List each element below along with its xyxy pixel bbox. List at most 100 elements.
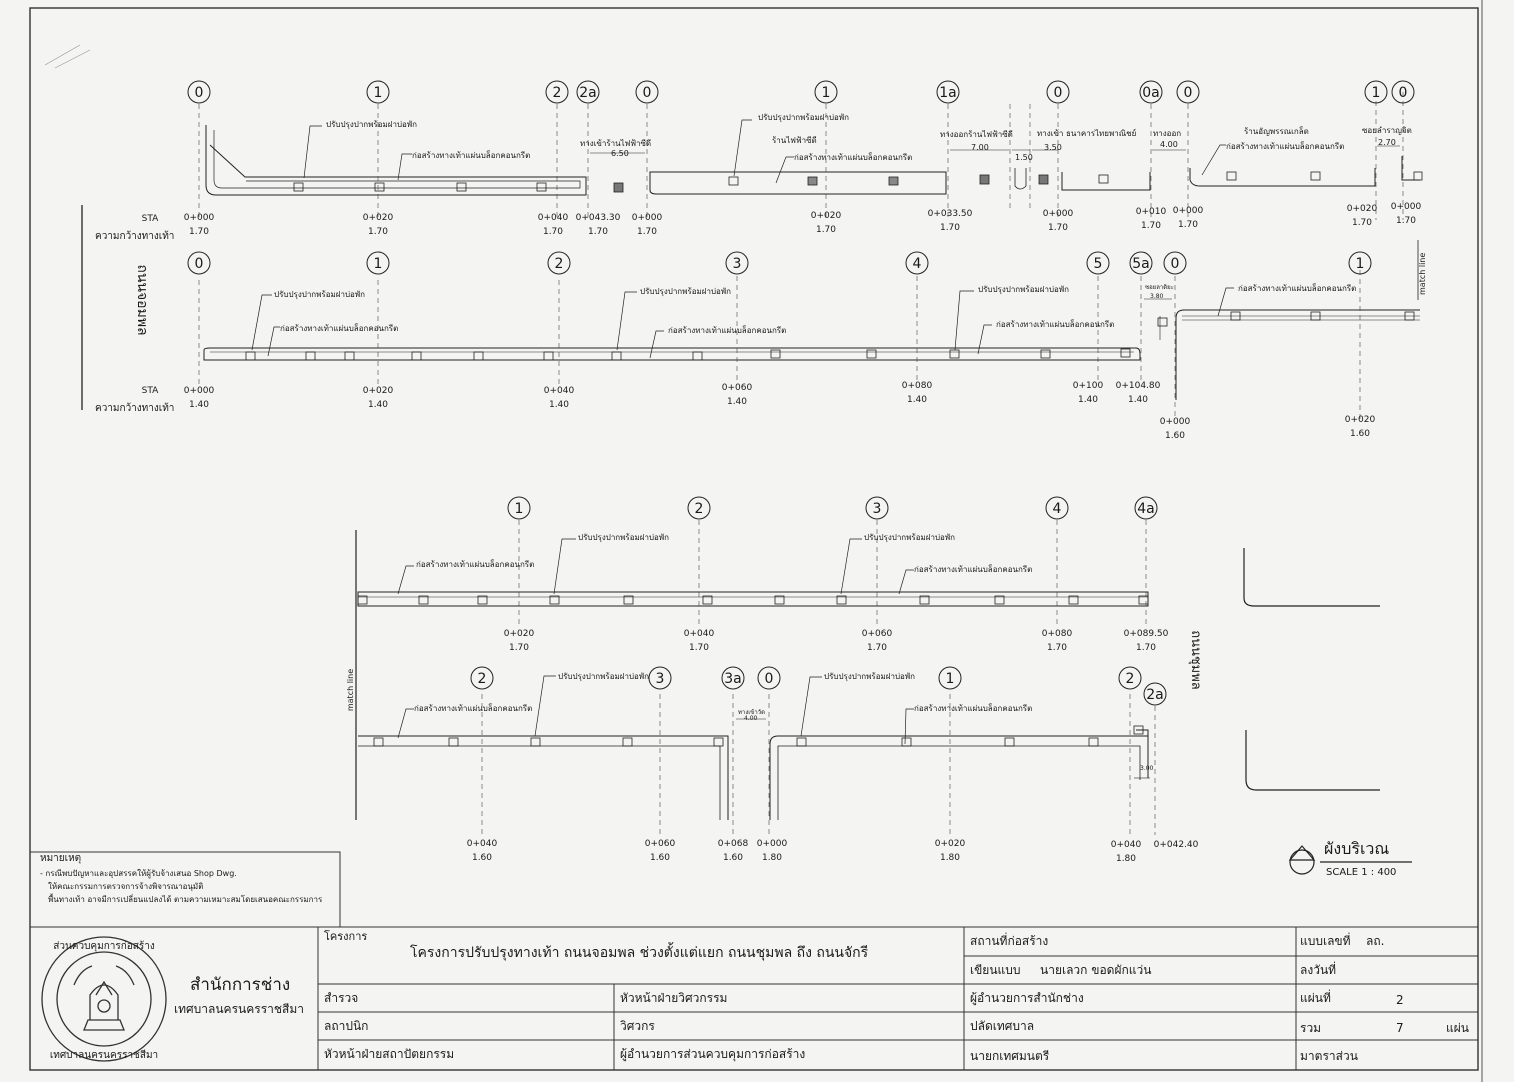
station-marker: 1 [1372,85,1381,101]
plan-note: 2.70 [1378,138,1396,147]
s2-station-lines [198,270,1361,420]
design-label: ลถาปนิก [324,1019,369,1033]
plan-note: ปรับปรุงปากพร้อมฝาบ่อพัก [978,285,1069,294]
sidewalk-s2-b [1175,309,1420,400]
drawn-name: นายเลวก ขอดผักแว่น [1040,963,1152,977]
station-value: 0+068 [718,839,749,849]
sidewalk-s4-b [769,729,1149,820]
footpath-width-value: 1.70 [1136,643,1156,653]
station-value: 0+020 [1347,204,1378,214]
eng-head-label: หัวหน้าฝ่ายวิศวกรรม [620,991,728,1005]
footpath-width-value: 1.40 [189,400,209,410]
station-value: 0+000 [184,386,215,396]
station-marker: 1 [1356,256,1365,272]
station-marker-circle [1143,682,1167,706]
station-value: 0+033.50 [928,209,973,219]
footpath-width-value: 1.40 [368,400,388,410]
footpath-width-value: 1.40 [549,400,569,410]
station-marker: 4 [913,256,922,272]
plan-note: ธนาคารไทยพาณิชย์ [1066,128,1136,138]
municipality-name: เทศบาลนครนครราชสีมา [174,1002,304,1016]
footpath-width-value: 1.80 [762,853,782,863]
road-curb-2 [1245,730,1380,791]
sta-label: STA [142,214,160,224]
strip-4 [358,675,1156,835]
plan-note: ทางออกร้านไฟฟ้าซีดี [940,130,1013,139]
sidewalk-s1-b [649,171,947,195]
plan-note: ก่อสร้างทางเท้าแผ่นบล็อกคอนกรีต [414,703,532,713]
plan-note: ปรับปรุงปากพร้อมฝาบ่อพัก [558,672,649,681]
plan-note: ปรับปรุงปากพร้อมฝาบ่อพัก [326,120,417,129]
project-name: โครงการปรับปรุงทางเท้า ถนนจอมพล ช่วงตั้ง… [410,945,869,961]
office-name: สำนักการช่าง [190,975,291,995]
footpath-width-value: 1.70 [1048,223,1068,233]
station-marker: 2 [555,256,564,272]
station-marker-circle [366,251,390,275]
s1-station-lines [198,92,1404,220]
station-marker-circle [1045,496,1069,520]
station-marker-circle [1176,80,1200,104]
station-marker-circle [865,496,889,520]
plan-note: 7.00 [971,143,989,152]
station-marker: 5a [1132,256,1150,272]
station-value: 0+040 [544,386,575,396]
station-value: 0+020 [1345,415,1376,425]
station-value: 0+000 [1173,206,1204,216]
footpath-width-value: 1.60 [472,853,492,863]
station-marker: 1 [374,85,383,101]
remarks-line: - กรณีพบปัญหาและอุปสรรคให้ผู้รับจ้างเสนอ… [40,869,237,878]
plan-note: ทางเข้า [1037,129,1063,138]
plan-note: ปรับปรุงปากพร้อมฝาบ่อพัก [864,533,955,542]
station-marker-circle [936,80,960,104]
footpath-width-value: 1.80 [940,853,960,863]
footpath-width-value: 1.70 [1396,216,1416,226]
road-name: ถนนชุมพล [1188,630,1203,690]
plan-note: ร้านอัญพรรณเกล็ด [1244,126,1309,136]
plan-note: ปรับปรุงปากพร้อมฝาบ่อพัก [758,113,849,122]
station-marker-circle [547,251,571,275]
drawing-no: ลถ. [1366,934,1385,948]
plan-note: ซอยลำราญจิต [1362,126,1412,135]
footpath-width-label: ความกว้างทางเท้า [95,230,174,242]
station-value: 0+020 [363,213,394,223]
clerk-label: ปลัดเทศบาล [970,1019,1035,1033]
station-marker: 2 [1126,671,1135,687]
sheet-label: แผ่นที่ [1300,991,1331,1005]
sidewalk-s1-a [205,125,587,196]
remarks-line: ให้คณะกรรมการตรวจการจ้างพิจารณาอนุมัติ [48,882,204,891]
plan-note: 3.80 [1150,293,1164,300]
remarks-heading: หมายเหตุ [40,853,82,864]
s4-station-lines [481,694,1156,835]
mayor-label: นายกเทศมนตรี [970,1049,1050,1063]
station-marker: 0 [643,85,652,101]
station-marker-circle [1134,496,1158,520]
road-name: ถนนจอมพล [134,264,150,335]
footpath-width-value: 1.70 [1352,218,1372,228]
footpath-width-value: 1.70 [588,227,608,237]
station-value: 0+000 [632,213,663,223]
station-value: 0+000 [1043,209,1074,219]
station-marker-circle [814,80,838,104]
sheets-unit: แผ่น [1446,1021,1469,1035]
director-label: ผู้อำนวยการสำนักช่าง [970,991,1084,1005]
surveyor-label: สำรวจ [324,991,359,1005]
station-value: 0+020 [504,629,535,639]
date-label: ลงวันที่ [1300,963,1337,977]
station-marker-circle [938,666,962,690]
footpath-width-value: 1.70 [940,223,960,233]
station-marker-circle [725,251,749,275]
footpath-width-value: 1.70 [816,225,836,235]
plan-note: ซอยลาดิยะ [1145,284,1174,291]
station-value: 0+060 [722,383,753,393]
station-marker-circle [905,251,929,275]
footpath-width-value: 1.40 [1078,395,1098,405]
footpath-width-label: ความกว้างทางเท้า [95,402,174,414]
sidewalk-s3 [357,591,1149,607]
plan-note: ก่อสร้างทางเท้าแผ่นบล็อกคอนกรีต [914,703,1032,713]
footpath-width-value: 1.70 [1047,643,1067,653]
footpath-width-value: 1.60 [723,853,743,863]
station-value: 0+089.50 [1124,629,1169,639]
station-marker: 3 [656,671,665,687]
plan-note: ก่อสร้างทางเท้าแผ่นบล็อกคอนกรีต [280,323,398,333]
strip-2 [81,205,1420,420]
